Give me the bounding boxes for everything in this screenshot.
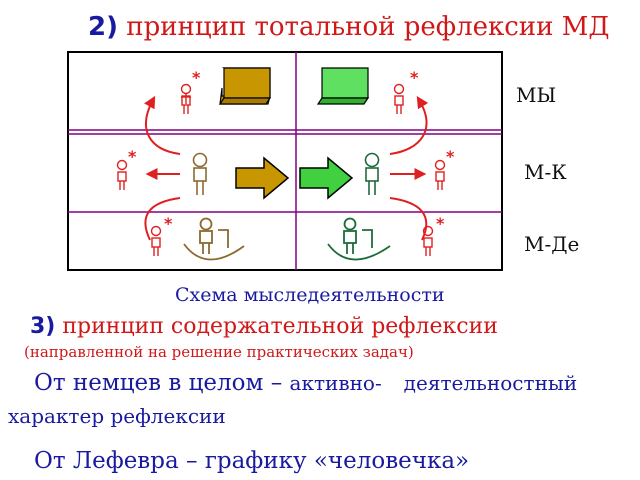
row-label-my: МЫ [516,83,557,107]
line-1-part-b: активно- [289,371,382,395]
mental-activity-diagram: * * * * * * [67,51,503,271]
text-line-3: От Лефевра – графику «человечка» [34,448,470,474]
red-figure-icon-mid-right [434,159,446,190]
row-label-mk: М-К [524,160,567,184]
heading-3-number: 3) [30,314,56,339]
heading-principle-2: 2) принцип тотальной рефлексии МД [88,12,609,42]
diagram-caption: Схема мыследеятельности [175,284,445,306]
green-block-arrow-icon [299,156,354,200]
heading-3-subtitle: (направленной на решение практических за… [24,343,414,361]
star-marker: * [192,68,201,87]
brown-activity-figure-icon [183,217,245,261]
star-marker: * [436,214,445,233]
red-figure-icon-bottom-right [422,225,434,256]
gold-block-arrow-icon [235,156,290,200]
red-figure-icon-top-left [180,83,192,114]
text-line-2: характер рефлексии [8,404,226,428]
text-line-1: От немцев в целом – активно- деятельност… [34,370,577,396]
heading-2-number: 2) [88,12,118,42]
green-activity-figure-icon [327,217,391,261]
diagram-frame [67,51,503,271]
green-figure-icon [364,152,380,195]
line-1-part-c: деятельностный [403,371,578,395]
green-board-icon [316,67,370,105]
star-marker: * [446,147,455,166]
star-marker: * [128,147,137,166]
brown-figure-icon [192,152,208,195]
star-marker: * [164,214,173,233]
heading-3-text: принцип содержательной рефлексии [62,314,498,339]
red-figure-icon-mid-left [116,159,128,190]
line-1-part-a: От немцев в целом – [34,370,290,396]
reflection-arrows [144,95,429,241]
gold-board-icon [218,67,272,105]
red-figure-icon-top-right [393,83,405,114]
heading-2-text: принцип тотальной рефлексии МД [126,12,610,42]
star-marker: * [410,68,419,87]
row-label-mde: М-Де [524,232,580,256]
red-figure-icon-bottom-left [150,225,162,256]
heading-principle-3: 3) принцип содержательной рефлексии [30,314,498,339]
